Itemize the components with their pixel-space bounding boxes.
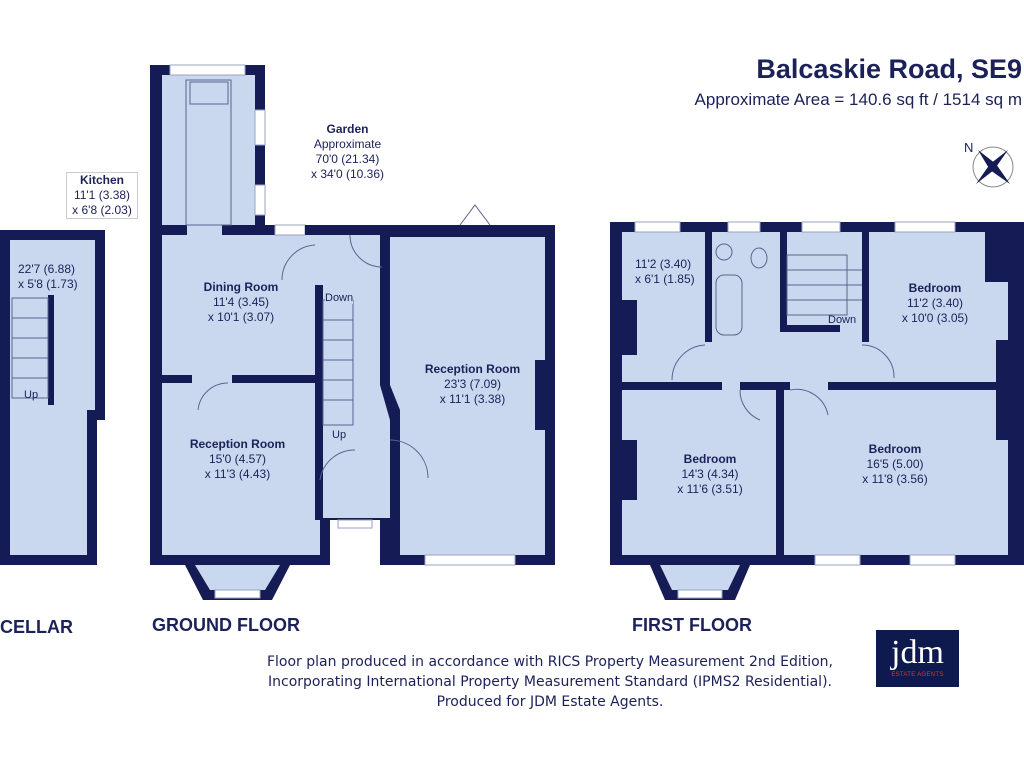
kitchen-dim2: x 6'8 (2.03) — [72, 203, 132, 217]
ff-small-dim2: x 6'1 (1.85) — [635, 272, 695, 286]
footer-disclaimer: Floor plan produced in accordance with R… — [240, 652, 860, 712]
dining-room-name: Dining Room — [203, 280, 279, 294]
footer-line-2: Incorporating International Property Mea… — [268, 674, 832, 690]
footer-line-3: Produced for JDM Estate Agents. — [436, 694, 664, 710]
landing-stairs-down: Down — [828, 314, 857, 326]
reception-front-name: Reception Room — [189, 437, 286, 451]
garden-note: Approximate — [313, 137, 382, 151]
bedroom-front-right-name: Bedroom — [868, 442, 922, 456]
first-floor-heading: FIRST FLOOR — [632, 615, 752, 635]
bedroom-front-left-dim2: x 11'6 (3.51) — [677, 482, 743, 496]
first-floor-plan — [610, 221, 1024, 600]
dining-room-dim2: x 10'1 (3.07) — [207, 310, 275, 324]
cellar-dimensions: 22'7 (6.88) x 5'8 (1.73) — [18, 262, 78, 292]
cellar-heading: CELLAR — [0, 617, 73, 637]
ground-floor-plan — [150, 64, 555, 600]
bedroom-rear-dim1: 11'2 (3.40) — [906, 296, 964, 310]
dining-room-dim1: 11'4 (3.45) — [212, 295, 270, 309]
reception-front-dim2: x 11'3 (4.43) — [204, 467, 271, 481]
garden-dim1: 70'0 (21.34) — [315, 152, 380, 166]
bedroom-rear-dim2: x 10'0 (3.05) — [901, 311, 969, 325]
reception-front-dim1: 15'0 (4.57) — [209, 452, 266, 466]
bedroom-front-right-label: Bedroom 16'5 (5.00) x 11'8 (3.56) — [845, 442, 945, 487]
bedroom-rear-name: Bedroom — [908, 281, 962, 295]
bedroom-front-left-label: Bedroom 14'3 (4.34) x 11'6 (3.51) — [660, 452, 760, 497]
compass-rose-icon — [972, 146, 1014, 188]
garden-dim2: x 34'0 (10.36) — [310, 167, 384, 181]
reception-room-long-label: Reception Room 23'3 (7.09) x 11'1 (3.38) — [415, 362, 530, 407]
reception-long-dim1: 23'3 (7.09) — [444, 377, 501, 391]
ff-small-dim1: 11'2 (3.40) — [635, 257, 692, 271]
compass-north-label: N — [964, 140, 974, 155]
kitchen-label: Kitchen 11'1 (3.38) x 6'8 (2.03) — [66, 172, 138, 219]
cellar-dim2: x 5'8 (1.73) — [18, 277, 78, 291]
garden-label: Garden Approximate 70'0 (21.34) x 34'0 (… — [300, 122, 395, 182]
hall-stairs-down: Down — [325, 292, 354, 304]
property-title: Balcaskie Road, SE9 — [756, 54, 1022, 84]
cellar-dim1: 22'7 (6.88) — [18, 262, 75, 276]
cellar-stairs-up: Up — [24, 389, 39, 401]
kitchen-name: Kitchen — [79, 173, 124, 187]
cellar-plan — [0, 230, 105, 565]
reception-long-dim2: x 11'1 (3.38) — [439, 392, 506, 406]
first-floor-small-room-label: 11'2 (3.40) x 6'1 (1.85) — [635, 257, 695, 287]
garden-name: Garden — [326, 122, 369, 136]
ground-floor-heading: GROUND FLOOR — [152, 615, 300, 635]
bedroom-front-right-dim2: x 11'8 (3.56) — [862, 472, 928, 486]
bedroom-rear-label: Bedroom 11'2 (3.40) x 10'0 (3.05) — [885, 281, 985, 326]
dining-room-label: Dining Room 11'4 (3.45) x 10'1 (3.07) — [196, 280, 286, 325]
logo-subtext: ESTATE AGENTS — [891, 672, 944, 678]
kitchen-dim1: 11'1 (3.38) — [73, 188, 131, 202]
bedroom-front-right-dim1: 16'5 (5.00) — [866, 457, 924, 471]
reception-long-name: Reception Room — [424, 362, 521, 376]
hall-stairs-up: Up — [332, 429, 347, 441]
bedroom-front-left-name: Bedroom — [683, 452, 737, 466]
bedroom-front-left-dim1: 14'3 (4.34) — [681, 467, 739, 481]
reception-room-front-label: Reception Room 15'0 (4.57) x 11'3 (4.43) — [180, 437, 295, 482]
logo-text: jdm — [891, 634, 944, 671]
jdm-logo: jdm ESTATE AGENTS — [876, 630, 959, 687]
footer-line-1: Floor plan produced in accordance with R… — [266, 654, 833, 670]
approximate-area: Approximate Area = 140.6 sq ft / 1514 sq… — [694, 90, 1022, 109]
